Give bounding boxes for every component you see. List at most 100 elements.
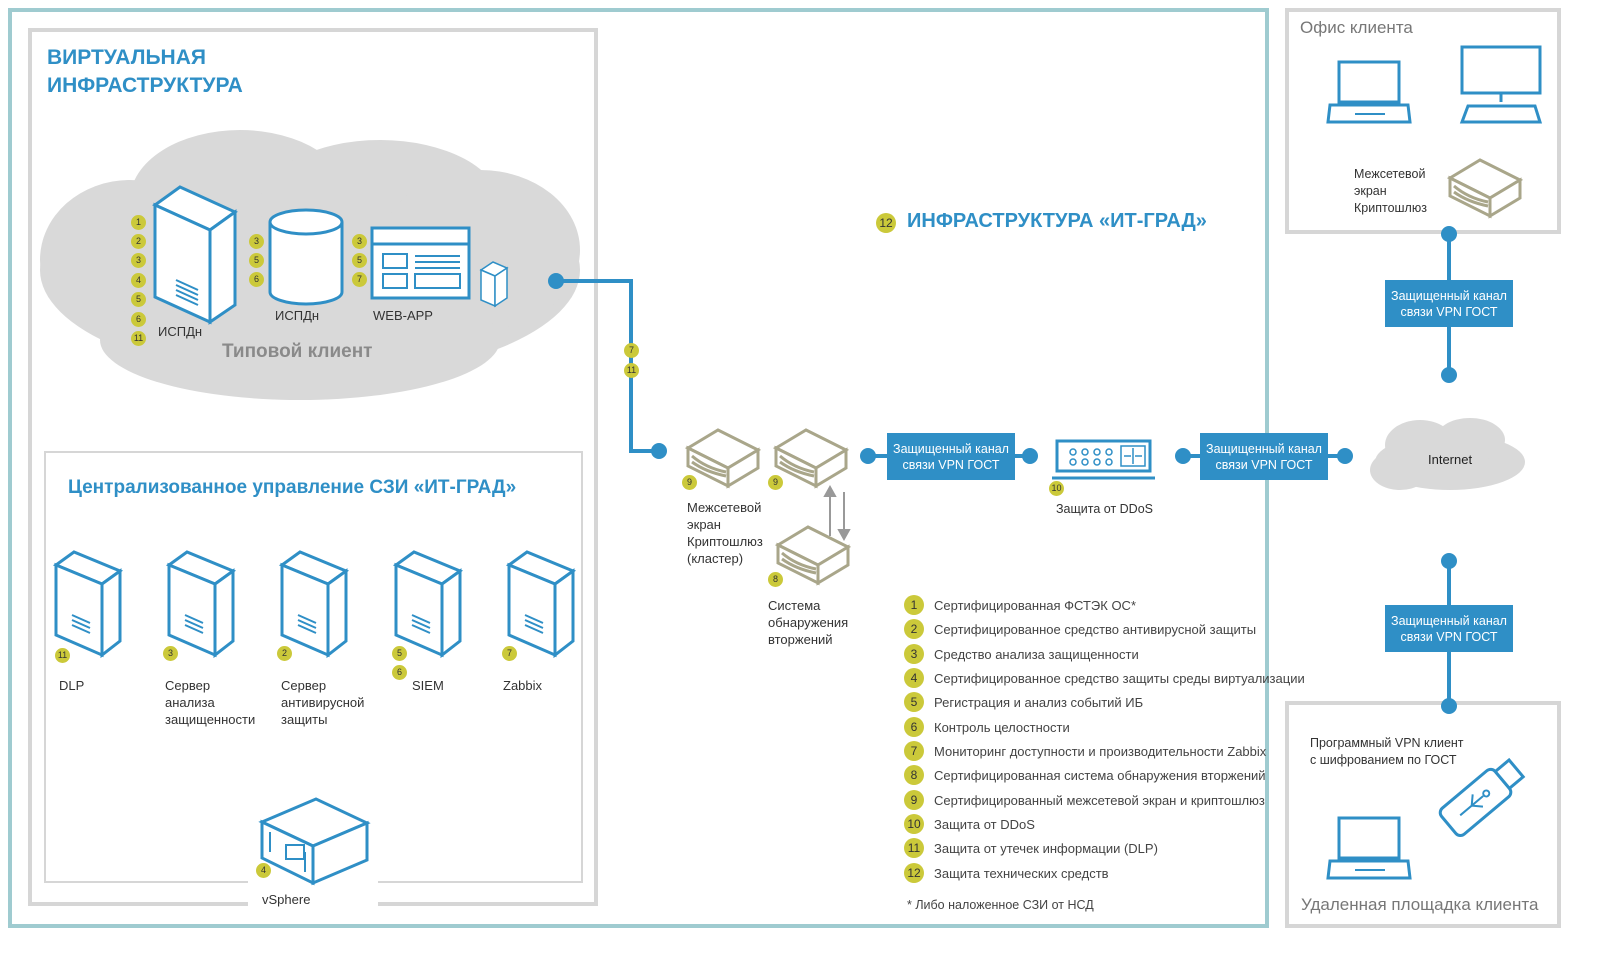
badge: 5 — [352, 253, 367, 268]
badge: 11 — [131, 331, 146, 346]
legend-item: 11 Защита от утечек информации (DLP) — [904, 838, 1158, 858]
badge: 3 — [352, 234, 367, 249]
dlp-label: DLP — [59, 678, 85, 693]
legend-text: Сертифицированная ФСТЭК ОС* — [934, 597, 1137, 613]
ids-label: Система обнаружения вторжений — [768, 598, 849, 647]
legend-item: 6 Контроль целостности — [904, 717, 1070, 737]
remote-client-label: Программный VPN клиент с шифрованием по … — [1310, 736, 1464, 767]
connection-dot — [1441, 226, 1457, 242]
zabbix-label: Zabbix — [503, 678, 543, 693]
small-server-icon — [479, 261, 509, 308]
webapp-icon — [370, 226, 471, 300]
virtual-infra-title-line2: ИНФРАСТРУКТУРА — [47, 74, 243, 97]
siem-server-icon — [392, 550, 464, 659]
legend-item: 2 Сертифицированное средство антивирусной… — [904, 619, 1256, 639]
office-title: Офис клиента — [1300, 18, 1413, 37]
legend-text: Защита от утечек информации (DLP) — [934, 840, 1158, 856]
badge: 3 — [249, 234, 264, 249]
badge: 3 — [904, 644, 924, 664]
antivirus-server-icon — [278, 550, 350, 659]
office-devices — [1326, 45, 1543, 880]
itgrad-title: ИНФРАСТРУКТУРА «ИТ-ГРАД» — [907, 210, 1207, 232]
legend-text: Сертифицированное средство защиты среды … — [934, 670, 1305, 686]
badge: 5 — [131, 292, 146, 307]
connection-dot — [1337, 448, 1353, 464]
connection-dot — [651, 443, 667, 459]
legend-text: Регистрация и анализ событий ИБ — [934, 694, 1144, 710]
badge: 7 — [624, 343, 639, 358]
badge: 11 — [55, 648, 70, 663]
scan-server-label: Сервер анализа защищенности — [165, 678, 256, 727]
ddos-appliance-icon — [1052, 439, 1155, 480]
badge: 2 — [277, 646, 292, 661]
connection-dot — [1022, 448, 1038, 464]
internet-label: Internet — [1428, 452, 1473, 467]
badge: 11 — [624, 363, 639, 378]
badge: 2 — [904, 619, 924, 639]
ispdn-label-2: ИСПДн — [275, 308, 320, 323]
badge: 3 — [131, 253, 146, 268]
badge: 8 — [904, 765, 924, 785]
database-icon — [268, 208, 344, 306]
badge: 9 — [768, 475, 783, 490]
firewall-cluster-label: Межсетевой экран Криптошлюз (кластер) — [687, 500, 763, 566]
legend-item: 1 Сертифицированная ФСТЭК ОС* — [904, 595, 1136, 615]
cloud-caption: Типовой клиент — [222, 341, 373, 362]
badge: 5 — [392, 646, 407, 661]
dlp-server-icon — [52, 550, 124, 659]
badge: 9 — [904, 790, 924, 810]
connection-dot — [1441, 367, 1457, 383]
ispdn-label-1: ИСПДн — [158, 324, 203, 339]
office-firewall-device — [1446, 158, 1524, 219]
office-desktop-icon — [1459, 45, 1543, 124]
virtual-infra-title: ВИРТУАЛЬНАЯ ИНФРАСТРУКТУРА — [47, 44, 243, 100]
vpn-channel-box: Защищенный канал связи VPN ГОСТ — [1385, 605, 1513, 652]
badge: 10 — [904, 814, 924, 834]
ids-device — [774, 525, 852, 586]
badge: 7 — [352, 272, 367, 287]
badge: 3 — [163, 646, 178, 661]
central-servers — [52, 550, 577, 659]
badge: 6 — [249, 272, 264, 287]
legend-text: Контроль целостности — [934, 719, 1070, 735]
firewall-device-1 — [684, 428, 762, 489]
badge: 5 — [249, 253, 264, 268]
connection-dot — [1175, 448, 1191, 464]
legend-text: Сертифицированное средство антивирусной … — [934, 621, 1257, 637]
legend-item: 10 Защита от DDoS — [904, 814, 1035, 834]
connection-dot — [860, 448, 876, 464]
badge: 7 — [904, 741, 924, 761]
remote-laptop-icon — [1326, 816, 1412, 880]
ddos-label: Защита от DDoS — [1056, 502, 1153, 516]
badge: 1 — [131, 215, 146, 230]
footnote: * Либо наложенное СЗИ от НСД — [907, 898, 1094, 912]
vpn-channel-box: Защищенный канал связи VPN ГОСТ — [1200, 433, 1328, 480]
badge: 4 — [256, 863, 271, 878]
vpn-channel-box: Защищенный канал связи VPN ГОСТ — [887, 433, 1015, 480]
badge: 7 — [502, 646, 517, 661]
legend-text: Защита от DDoS — [934, 816, 1035, 832]
legend-text: Защита технических средств — [934, 865, 1109, 881]
badge: 6 — [904, 717, 924, 737]
virtual-infra-title-line1: ВИРТУАЛЬНАЯ — [47, 46, 206, 69]
badge: 1 — [904, 595, 924, 615]
badge: 11 — [904, 838, 924, 858]
central-title: Централизованное управление СЗИ «ИТ-ГРАД… — [68, 477, 517, 498]
badge: 2 — [131, 234, 146, 249]
badge: 9 — [682, 475, 697, 490]
badge: 12 — [876, 213, 896, 233]
badge: 8 — [768, 572, 783, 587]
firewall-device-2 — [772, 428, 850, 489]
vsphere-rack-icon — [258, 797, 371, 886]
internet-cloud — [1370, 418, 1525, 490]
sync-arrows — [823, 484, 851, 542]
legend-text: Сертифицированная система обнаружения вт… — [934, 767, 1266, 783]
ispdn-server-icon — [152, 185, 238, 325]
zabbix-server-icon — [505, 550, 577, 659]
